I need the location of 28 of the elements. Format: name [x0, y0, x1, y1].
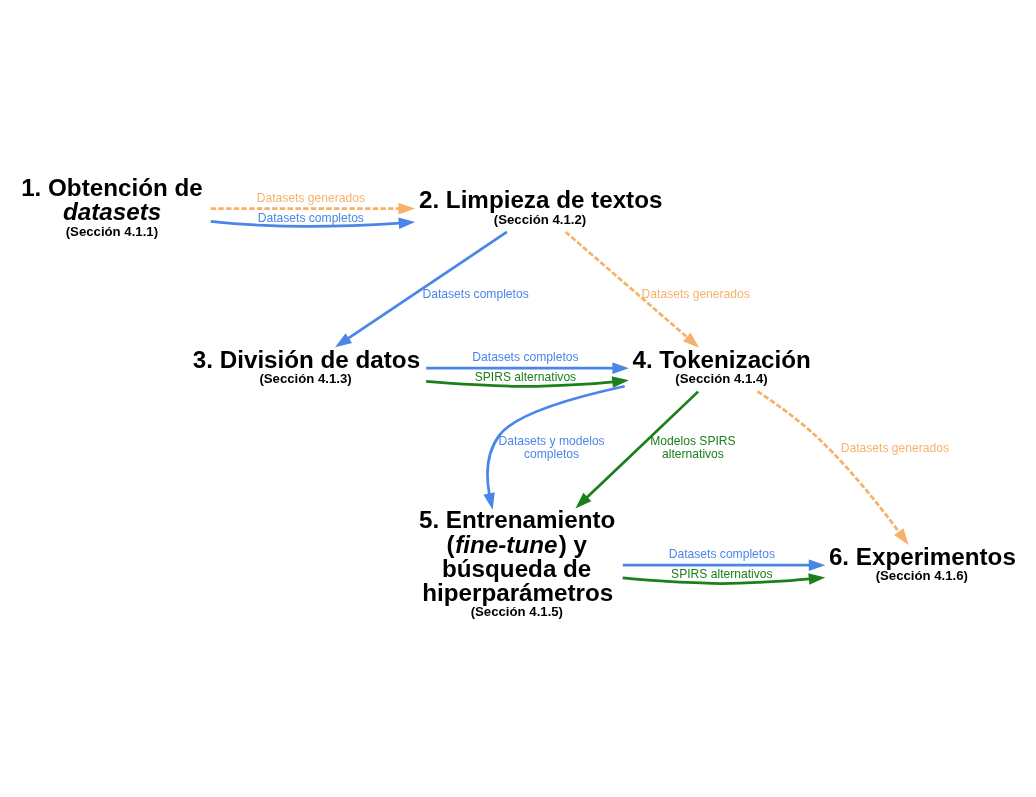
edge-label: Datasets generados [641, 286, 750, 301]
node-text: 2. Limpieza de textos (Sección 4.1.2) [418, 185, 663, 227]
edge-label: Datasets completos [257, 210, 364, 225]
node-text: 4. Tokenización (Sección 4.1.4) [632, 345, 811, 386]
arrow [210, 216, 416, 229]
arrow [426, 361, 629, 374]
arrow [622, 572, 826, 585]
arrow [426, 375, 629, 388]
node-text: 3. División de datos (Sección 4.1.3) [192, 345, 421, 386]
arrow [564, 230, 700, 348]
edge-label: Datasets completos [668, 546, 775, 561]
node-text: 5. Entrenamiento (fine-tune) y búsqueda de hiperparámetros (Sección 4.1.5) [418, 505, 616, 619]
edge-label: SPIRS alternativos [474, 369, 577, 384]
edge-label: Datasets generados [256, 190, 365, 205]
edge-label: Datasets completos [422, 286, 529, 301]
edge-label: Datasets completos [472, 349, 579, 364]
edge-label: Datasets y modelos completos [498, 433, 605, 461]
node-text: 1. Obtención de datasets (Sección 4.1.1) [21, 173, 203, 239]
edge-label: SPIRS alternativos [671, 566, 773, 581]
arrow [335, 230, 508, 347]
arrow [756, 389, 909, 545]
edge-label: Modelos SPIRS alternativos [650, 433, 736, 461]
arrow [575, 390, 700, 508]
arrow [210, 202, 416, 214]
arrow [483, 384, 626, 510]
arrow [622, 558, 826, 571]
node-text: 6. Experimentos (Sección 4.1.6) [828, 542, 1016, 583]
edge-label: Datasets generados [840, 440, 950, 455]
